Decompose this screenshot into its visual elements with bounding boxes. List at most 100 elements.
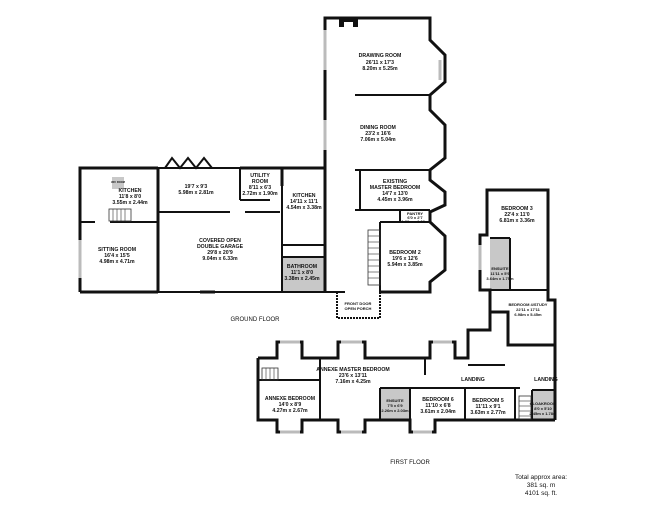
svg-text:22'11 x 17'11: 22'11 x 17'11 [516,307,540,312]
svg-text:3.61m x 2.04m: 3.61m x 2.04m [420,409,456,415]
svg-text:PANTRY: PANTRY [407,211,423,216]
svg-text:16'4 x 15'5: 16'4 x 15'5 [104,253,130,259]
svg-text:6.98m x 5.45m: 6.98m x 5.45m [514,312,542,317]
svg-text:19'6 x 12'6: 19'6 x 12'6 [392,256,418,262]
svg-text:11'11 x 5'9: 11'11 x 5'9 [490,271,510,276]
svg-text:OPEN PORCH: OPEN PORCH [345,306,372,311]
room-bedroom-4-study: BEDROOM 4/STUDY 22'11 x 17'11 6.98m x 5.… [509,302,548,317]
svg-text:1.82m x 1.09m: 1.82m x 1.09m [401,219,429,224]
svg-text:DRAWING ROOM: DRAWING ROOM [359,53,402,59]
first-floor-stairs [261,367,532,420]
svg-text:14'0 x 8'9: 14'0 x 8'9 [279,402,302,408]
room-bathroom: BATHROOM 11'1 x 8'0 3.38m x 2.45m [284,264,320,282]
svg-text:4.27m x 2.67m: 4.27m x 2.67m [272,408,308,414]
svg-text:11'11 x 9'1: 11'11 x 9'1 [476,404,501,410]
svg-text:5.98m x 2.81m: 5.98m x 2.81m [178,190,214,196]
svg-text:8'11 x 6'3: 8'11 x 6'3 [249,185,271,191]
room-existing-master-bedroom: EXISTING MASTER BEDROOM 14'7 x 13'0 4.45… [370,179,420,203]
svg-text:DINING ROOM: DINING ROOM [360,125,396,131]
landing-label: LANDING [534,377,558,383]
svg-text:6'0 x 2'7: 6'0 x 2'7 [407,215,423,220]
room-cloakroom: CLOAKROOM 8'0 x 5'10 2.45m x 1.78m [529,401,557,416]
svg-text:11'1 x 8'0: 11'1 x 8'0 [291,270,313,276]
svg-text:ENSUITE: ENSUITE [386,398,404,403]
svg-text:14'11 x 11'1: 14'11 x 11'1 [290,199,318,205]
svg-text:26'11 x 17'3: 26'11 x 17'3 [366,60,394,66]
svg-text:BEDROOM 2: BEDROOM 2 [389,250,421,256]
svg-text:11'10 x 6'8: 11'10 x 6'8 [425,403,450,409]
room-sitting-room: SITTING ROOM 16'4 x 15'5 4.98m x 4.71m [98,247,136,265]
svg-text:5.94m x 3.85m: 5.94m x 3.85m [387,262,423,268]
svg-text:FRONT DOOR: FRONT DOOR [345,301,372,306]
svg-text:KITCHEN: KITCHEN [292,193,315,199]
svg-text:8'0 x 5'10: 8'0 x 5'10 [534,406,552,411]
svg-text:KITCHEN: KITCHEN [118,188,141,194]
svg-text:ENSUITE: ENSUITE [491,266,509,271]
room-bedroom-5: BEDROOM 5 11'11 x 9'1 3.63m x 2.77m [470,398,506,416]
ground-floor-labels: DRAWING ROOM 26'11 x 17'3 8.20m x 5.25m … [98,53,548,323]
svg-text:19'7 x 9'3: 19'7 x 9'3 [185,184,208,190]
wc-room-label: W/C ROOM [111,180,125,184]
room-annexe-master-bedroom: ANNEXE MASTER BEDROOM 23'6 x 13'11 7.16m… [316,367,390,385]
svg-text:Total approx area:: Total approx area: [515,474,567,481]
svg-text:BEDROOM 6: BEDROOM 6 [422,397,454,403]
room-utility-room: UTILITY ROOM 8'11 x 6'3 2.72m x 1.90m [242,173,278,197]
svg-text:BEDROOM 4/STUDY: BEDROOM 4/STUDY [509,302,548,307]
ground-floor-title: GROUND FLOOR [230,317,280,323]
svg-text:381 sq. m: 381 sq. m [527,482,556,489]
ensuite-fill [490,238,510,290]
svg-text:4.45m x 3.96m: 4.45m x 3.96m [377,197,413,203]
svg-text:EXISTING: EXISTING [383,179,407,185]
room-bedroom-2: BEDROOM 2 19'6 x 12'6 5.94m x 3.85m [387,250,423,268]
total-area: Total approx area: 381 sq. m 4101 sq. ft… [515,474,567,497]
ground-floor-stairs [108,208,381,286]
svg-text:BEDROOM 3: BEDROOM 3 [501,206,533,212]
svg-text:2.45m x 1.78m: 2.45m x 1.78m [529,411,557,416]
room-annexe-bedroom: ANNEXE BEDROOM 14'0 x 8'9 4.27m x 2.67m [265,396,315,414]
svg-text:CLOAKROOM: CLOAKROOM [530,401,557,406]
svg-text:COVERED OPEN: COVERED OPEN [199,238,241,244]
svg-text:ANNEXE BEDROOM: ANNEXE BEDROOM [265,396,315,402]
room-kitchen: KITCHEN 14'11 x 11'1 4.54m x 3.38m [286,193,322,211]
svg-text:22'4 x 11'0: 22'4 x 11'0 [504,212,529,218]
room-ensuite-first: ENSUITE 7'5 x 6'9 2.26m x 2.03m [381,398,409,413]
svg-text:23'2 x 16'6: 23'2 x 16'6 [365,131,391,137]
svg-text:SITTING ROOM: SITTING ROOM [98,247,136,253]
room-dining-room: DINING ROOM 23'2 x 16'6 7.06m x 5.04m [360,125,396,143]
first-floor-title: FIRST FLOOR [390,460,430,466]
svg-text:14'7 x 13'0: 14'7 x 13'0 [382,191,408,197]
front-door-porch: FRONT DOOR OPEN PORCH [345,301,372,311]
svg-text:6.81m x 3.36m: 6.81m x 3.36m [499,218,535,224]
svg-text:7'5 x 6'9: 7'5 x 6'9 [387,403,403,408]
svg-text:ROOM: ROOM [252,179,268,185]
svg-text:BATHROOM: BATHROOM [287,264,317,270]
first-floor-walls [256,310,557,434]
first-floor-labels: ANNEXE MASTER BEDROOM 23'6 x 13'11 7.16m… [265,367,558,466]
svg-text:4.54m x 3.38m: 4.54m x 3.38m [286,205,322,211]
svg-text:ANNEXE MASTER BEDROOM: ANNEXE MASTER BEDROOM [316,367,390,373]
svg-text:4.98m x 4.71m: 4.98m x 4.71m [99,259,135,265]
room-garden-room: 19'7 x 9'3 5.98m x 2.81m [178,184,214,196]
svg-text:MASTER BEDROOM: MASTER BEDROOM [370,185,420,191]
svg-text:8.20m x 5.25m: 8.20m x 5.25m [362,66,398,72]
svg-text:4101 sq. ft.: 4101 sq. ft. [525,490,557,497]
svg-text:3.55m x 2.44m: 3.55m x 2.44m [112,200,148,206]
room-pantry: PANTRY 6'0 x 2'7 1.82m x 1.09m [401,211,429,224]
svg-text:11'8 x 8'0: 11'8 x 8'0 [119,194,141,200]
ground-floor-walls [78,16,557,345]
room-bedroom-6: BEDROOM 6 11'10 x 6'8 3.61m x 2.04m [420,397,456,415]
room-bedroom-3: BEDROOM 3 22'4 x 11'0 6.81m x 3.36m [499,206,535,224]
room-drawing-room: DRAWING ROOM 26'11 x 17'3 8.20m x 5.25m [359,53,402,72]
cloakroom-fill [532,391,554,419]
ensuite-fill [380,388,410,419]
svg-text:7.06m x 5.04m: 7.06m x 5.04m [360,137,396,143]
wc-room-fill [112,177,124,189]
svg-text:2.72m x 1.90m: 2.72m x 1.90m [242,191,278,197]
svg-text:BEDROOM 5: BEDROOM 5 [472,398,504,404]
room-ensuite-ground: ENSUITE 11'11 x 5'9 3.64m x 1.75m [486,266,514,281]
room-annexe-kitchen: KITCHEN 11'8 x 8'0 3.55m x 2.44m [112,188,148,206]
svg-text:UTILITY: UTILITY [250,173,270,179]
svg-text:23'6 x 13'11: 23'6 x 13'11 [339,373,367,379]
bathroom-fill [281,257,325,292]
